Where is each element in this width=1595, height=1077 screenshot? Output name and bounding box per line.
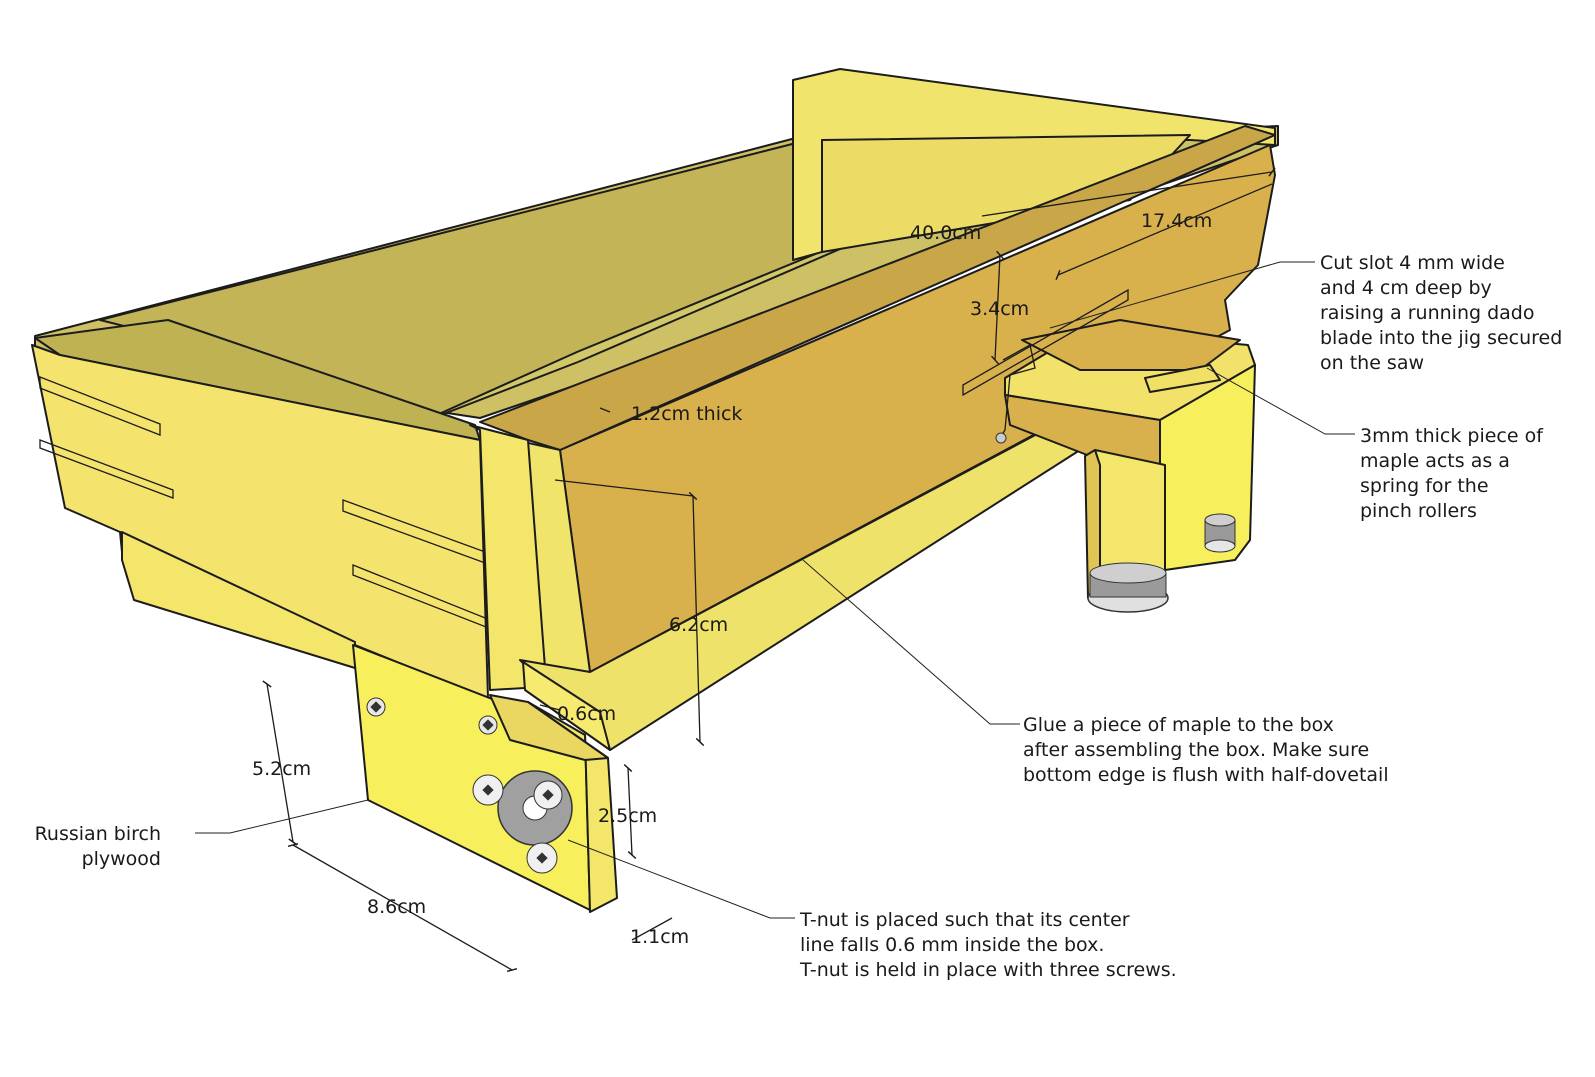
note-material-line: Russian birch <box>35 823 161 845</box>
note-glue-line: bottom edge is flush with half-dovetail <box>1023 764 1389 786</box>
dim-thickness: 1.2cm thick <box>631 403 742 425</box>
box-bottom-strip <box>121 531 356 669</box>
dim-slot-height: 3.4cm <box>970 298 1029 320</box>
dimension-lines <box>262 167 1276 973</box>
dim-inset: 0.6cm <box>557 703 616 725</box>
dim-fence-height: 6.2cm <box>669 614 728 636</box>
note-slot-line: blade into the jig secured <box>1320 327 1562 349</box>
note-slot-line: Cut slot 4 mm wide <box>1320 252 1505 274</box>
note-material: Russian birch plywood <box>35 823 161 870</box>
note-slot-line: raising a running dado <box>1320 302 1534 324</box>
roller-bracket <box>999 344 1036 439</box>
note-slot: Cut slot 4 mm wide and 4 cm deep by rais… <box>1320 252 1562 374</box>
note-spring-line: spring for the <box>1360 475 1489 497</box>
note-tnut-line: T-nut is placed such that its center <box>799 909 1130 931</box>
dim-plate-width: 8.6cm <box>367 896 426 918</box>
maple-spring <box>1021 319 1241 371</box>
note-spring-line: pinch rollers <box>1360 500 1477 522</box>
t-nut-screw-b <box>533 780 563 810</box>
rear-upright-side <box>821 134 1191 253</box>
screw-2 <box>478 715 498 735</box>
note-glue: Glue a piece of maple to the box after a… <box>1023 714 1389 786</box>
leader-lines <box>195 261 1355 919</box>
t-nut-screw-a <box>472 774 504 806</box>
screw-1 <box>366 697 386 717</box>
box-body <box>31 68 1279 751</box>
maple-strip-top <box>522 661 611 751</box>
dim-plate-thickness: 1.1cm <box>630 926 689 948</box>
pinch-roller-assembly <box>995 319 1256 613</box>
note-material-line: plywood <box>82 848 161 870</box>
note-slot-line: and 4 cm deep by <box>1320 277 1492 299</box>
dim-length: 40.0cm <box>910 222 981 244</box>
rear-upright <box>792 68 1276 261</box>
dim-plate-height: 5.2cm <box>252 758 311 780</box>
note-spring-line: 3mm thick piece of <box>1360 425 1544 447</box>
note-glue-line: Glue a piece of maple to the box <box>1023 714 1334 736</box>
roller-axle <box>995 432 1007 444</box>
note-slot-line: on the saw <box>1320 352 1424 374</box>
note-spring-line: maple acts as a <box>1360 450 1510 472</box>
t-nut <box>472 770 573 874</box>
note-tnut-line: T-nut is held in place with three screws… <box>799 959 1177 981</box>
dimension-labels: 40.0cm 17.4cm 3.4cm 1.2cm thick 6.2cm 0.… <box>252 210 1212 948</box>
plywood-plate <box>352 644 618 913</box>
note-glue-line: after assembling the box. Make sure <box>1023 739 1369 761</box>
pinch-roller-right <box>1204 513 1236 553</box>
box-left-end-top <box>34 319 481 441</box>
plate-top <box>489 694 609 761</box>
note-spring: 3mm thick piece of maple acts as a sprin… <box>1360 425 1544 522</box>
pinch-roller-left <box>1087 562 1169 613</box>
note-tnut: T-nut is placed such that its center lin… <box>799 909 1177 981</box>
dim-offset: 17.4cm <box>1141 210 1212 232</box>
note-tnut-line: line falls 0.6 mm inside the box. <box>800 934 1104 956</box>
maple-spring-tab <box>1144 364 1221 393</box>
t-nut-screw-c <box>526 842 558 874</box>
dim-tnut-height: 2.5cm <box>598 805 657 827</box>
